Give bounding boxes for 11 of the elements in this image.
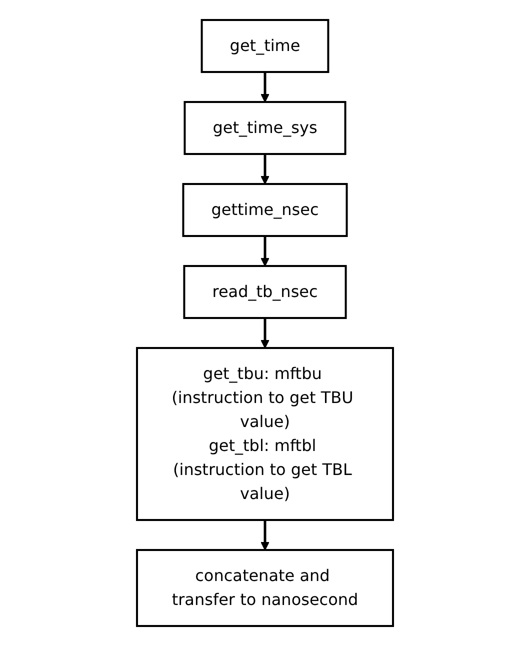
arrow	[260, 318, 269, 348]
node-box: get_time	[200, 19, 329, 73]
arrow	[260, 72, 269, 102]
node-box: get_time_sys	[183, 101, 346, 155]
arrow	[260, 236, 269, 266]
node-box: read_tb_nsec	[182, 265, 346, 319]
node-box: concatenate and transfer to nanosecond	[136, 549, 394, 627]
arrow	[260, 520, 269, 550]
node-box: get_tbu: mftbu (instruction to get TBU value) get_tbl: mftbl (instruction to get TBL value)	[136, 347, 394, 521]
arrow	[260, 154, 269, 184]
node-box: gettime_nsec	[182, 183, 348, 237]
